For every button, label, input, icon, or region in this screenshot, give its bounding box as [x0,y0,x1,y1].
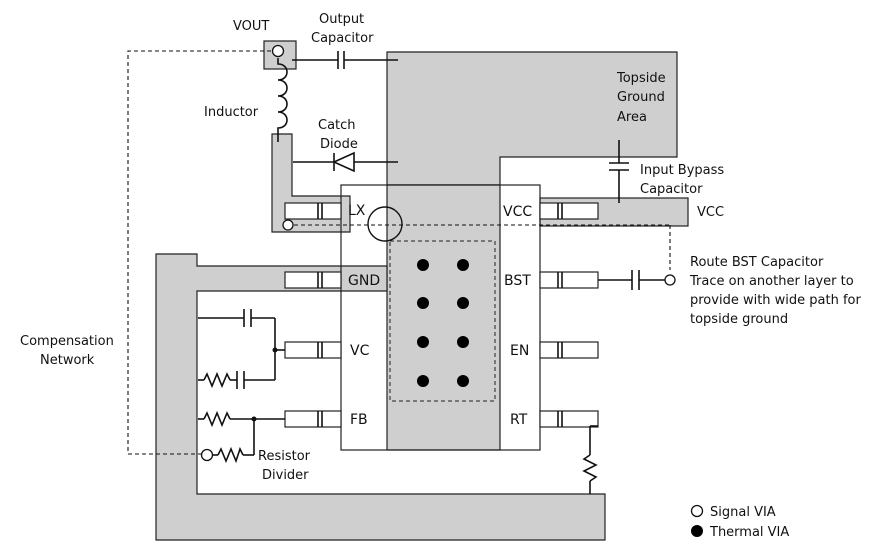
thermal-via-legend-icon [691,525,703,537]
catch-diode-label-2: Diode [320,137,358,152]
catch-diode-symbol [293,151,398,173]
pin-label-vcc: VCC [503,204,532,220]
ground-frame [155,253,606,541]
thermal-via [417,336,429,348]
ground-under-ic [386,184,501,451]
resistor-divider-label-2: Divider [262,468,309,483]
pad-vcc [539,202,599,220]
resistor-divider-symbol [198,410,285,464]
pad-en [539,341,599,359]
compensation-label-2: Network [40,353,95,368]
topside-ground-label: Topside [616,71,666,86]
signal-via-lx [282,219,294,231]
pin-label-vc: VC [350,343,370,359]
exposed-pad [389,240,496,402]
inductor-label: Inductor [204,105,259,120]
pin-pads [284,202,599,428]
pin-label-rt: RT [510,412,528,428]
ic-body [340,184,541,451]
components [198,51,665,494]
thermal-via [417,375,429,387]
topside-ground-label-3: Area [617,110,647,125]
compensation-label: Compensation [20,334,114,349]
input-bypass-label: Input Bypass [640,163,724,178]
pin-labels: LX GND VC FB VCC BST EN RT [348,203,532,428]
pad-bst [539,271,599,289]
legend: Signal VIA Thermal VIA [690,504,789,540]
thermal-via-legend-label: Thermal VIA [709,525,789,540]
signal-via-bst [664,274,676,286]
lx-large-via [367,206,403,242]
route-bst-note-3: provide with wide path for [690,293,862,308]
bst-capacitor-symbol [598,270,665,290]
input-bypass-capacitor-symbol [609,140,629,203]
pad-rt [539,410,599,428]
dashed-traces [127,50,671,455]
thermal-via [457,336,469,348]
pad-fb [284,410,342,428]
rt-resistor-symbol [582,425,598,494]
catch-diode-label: Catch [318,118,356,133]
thermal-via [417,259,429,271]
signal-via-vout [271,44,285,58]
thermal-via [417,297,429,309]
pin-label-lx: LX [348,203,366,219]
pad-gnd [284,271,342,289]
pin-label-en: EN [510,343,529,359]
pad-vc [284,341,342,359]
vout-label: VOUT [233,19,269,34]
pin-label-gnd: GND [348,273,380,289]
inductor-symbol [277,58,288,142]
signal-via-legend-label: Signal VIA [710,505,776,520]
thermal-via [457,259,469,271]
topside-ground-label-2: Ground [617,90,665,105]
signal-via-legend-icon [690,504,704,518]
labels: VOUT Output Capacitor Inductor Catch Dio… [20,12,862,483]
output-capacitor-symbol [292,51,398,69]
vcc-net-label: VCC [697,205,724,220]
output-capacitor-label-2: Capacitor [311,31,374,46]
pad-lx [284,202,342,220]
thermal-vias [417,259,469,387]
route-bst-note-2: Trace on another layer to [689,274,854,289]
compensation-network-symbol [198,309,285,389]
pin-label-bst: BST [504,273,531,289]
resistor-divider-label: Resistor [258,449,311,464]
thermal-via [457,297,469,309]
route-bst-note: Route BST Capacitor [690,255,824,270]
pin-label-fb: FB [350,412,368,428]
thermal-via [457,375,469,387]
route-bst-note-4: topside ground [690,312,788,327]
input-bypass-label-2: Capacitor [640,182,703,197]
signal-vias [200,44,676,462]
output-capacitor-label: Output [319,12,364,27]
signal-via-divider [200,448,214,462]
